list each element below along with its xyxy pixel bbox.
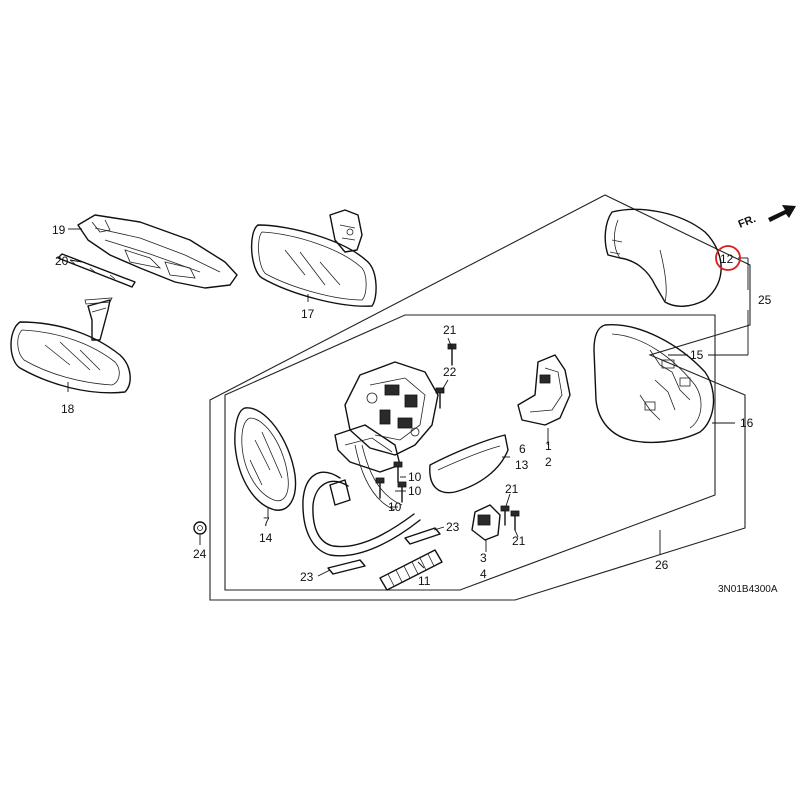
callout-1: 1 — [545, 439, 552, 453]
assembly-frame-26 — [209, 194, 751, 601]
highlight-circle-12 — [715, 245, 741, 271]
screws — [375, 343, 520, 531]
diagram-code: 3N01B4300A — [718, 584, 778, 595]
callout-labels: 19 20 18 17 12 25 15 16 26 21 22 10 10 1… — [52, 223, 772, 588]
part-20-bracket — [57, 253, 136, 288]
callout-10-b: 10 — [408, 484, 422, 498]
wire-harness — [302, 444, 421, 557]
part-7-mirror-glass — [234, 407, 297, 511]
assembly-frame-inner — [224, 314, 716, 591]
callout-10-a: 10 — [408, 470, 422, 484]
part-18-inner-mirror-left — [10, 297, 131, 394]
callout-22: 22 — [443, 365, 457, 379]
callout-7: 7 — [263, 515, 270, 529]
callout-6: 6 — [519, 442, 526, 456]
callout-21-top: 21 — [443, 323, 457, 337]
callout-11: 11 — [418, 574, 431, 588]
callout-25: 25 — [758, 293, 772, 307]
callout-15: 15 — [690, 348, 704, 362]
callout-23-right: 23 — [446, 520, 460, 534]
callout-14: 14 — [259, 531, 273, 545]
front-direction-arrow: FR. — [737, 205, 796, 231]
callout-3: 3 — [480, 551, 487, 565]
part-6-lower-cover — [429, 434, 509, 494]
part-3-puddle-light — [471, 504, 501, 541]
callout-20: 20 — [55, 254, 69, 268]
part-19-mirror-base-cover — [77, 214, 238, 289]
callout-19: 19 — [52, 223, 66, 237]
part-11-grommet-tube — [379, 549, 443, 591]
part-16-mirror-housing — [593, 324, 715, 444]
callout-23-left: 23 — [300, 570, 314, 584]
callout-2: 2 — [545, 455, 552, 469]
callout-21-low: 21 — [512, 534, 526, 548]
arrow-icon — [768, 205, 796, 222]
callout-10-c: 10 — [388, 500, 402, 514]
direction-label: FR. — [737, 213, 758, 231]
part-23-clips — [327, 527, 441, 575]
callout-17: 17 — [301, 307, 315, 321]
callout-12: 12 — [720, 252, 734, 266]
part-1-turn-signal — [517, 354, 571, 426]
callout-4: 4 — [480, 567, 487, 581]
callout-26: 26 — [655, 558, 669, 572]
callout-18: 18 — [61, 402, 75, 416]
leader-lines — [67, 228, 749, 577]
part-17-inner-mirror-center — [250, 209, 377, 307]
callout-21-mid: 21 — [505, 482, 519, 496]
callout-24: 24 — [193, 547, 207, 561]
callout-16: 16 — [740, 416, 754, 430]
part-24-nut — [193, 521, 207, 535]
callout-13: 13 — [515, 458, 529, 472]
mirror-actuator-assembly — [334, 361, 439, 473]
part-12-mirror-cap — [604, 208, 722, 307]
